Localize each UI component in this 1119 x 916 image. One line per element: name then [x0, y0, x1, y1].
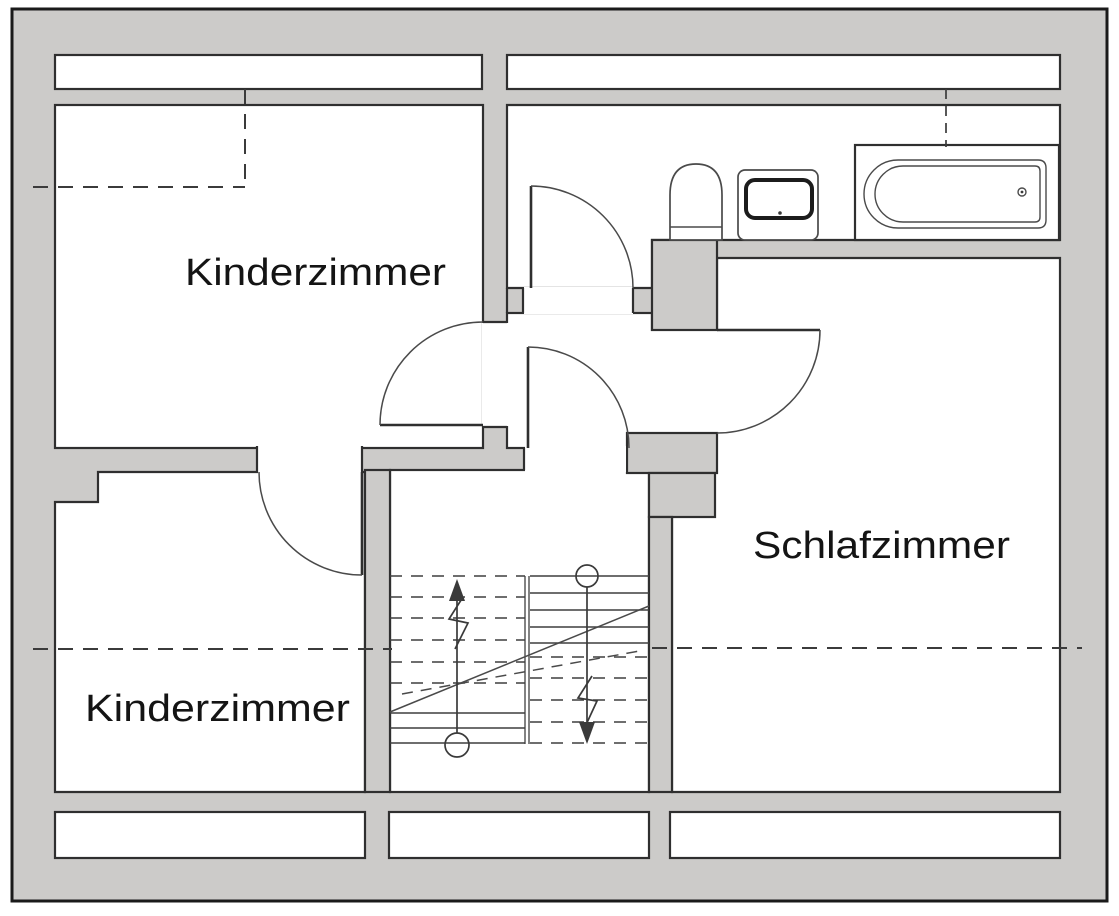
- stair-stringer: [524, 576, 530, 744]
- wall-stair-right: [647, 515, 674, 794]
- interior-walls: [363, 238, 719, 794]
- wall-hall-schlafzimmer-b: [647, 471, 717, 519]
- wall-stair-left: [363, 468, 392, 794]
- bathtub-icon: [853, 143, 1061, 242]
- door-hall: [526, 346, 630, 449]
- door-jambs: [255, 288, 635, 472]
- stair-cut-line-dashed: [401, 649, 646, 695]
- kneewall-line-kinderzimmer-top: [33, 89, 246, 188]
- opening-hall: [525, 446, 626, 472]
- jamb-kinderzimmer-top: [483, 320, 507, 429]
- roof-band-bottom-left: [53, 810, 367, 860]
- roof-band-bottom-right: [668, 810, 1062, 860]
- walking-line-up: [444, 579, 470, 758]
- sink-icon: [737, 169, 819, 241]
- wall-bath-schlafzimmer-corner: [650, 238, 719, 332]
- room-label-kinderzimmer-top: Kinderzimmer: [185, 252, 446, 294]
- door-openings: [258, 287, 633, 474]
- jamb-kinderzimmer-bottom: [255, 446, 364, 472]
- roof-band-bottom-middle: [387, 810, 651, 860]
- wall-hall-schlafzimmer-a: [625, 431, 719, 475]
- walking-line-down: [575, 564, 599, 744]
- room-floor-stair-hall: [388, 468, 651, 794]
- opening-bathroom: [524, 287, 633, 314]
- doorway-floor-schlafzimmer: [650, 331, 719, 432]
- opening-kinderzimmer-top: [482, 323, 509, 426]
- room-label-schlafzimmer: Schlafzimmer: [753, 525, 1010, 567]
- toilet-icon: [669, 163, 723, 241]
- jamb-bathroom: [505, 288, 635, 313]
- room-label-kinderzimmer-bottom: Kinderzimmer: [85, 688, 350, 730]
- kneewall-dashed-lines: [33, 89, 1082, 650]
- room-floor-kinderzimmer-bottom: [53, 470, 367, 794]
- roof-band-top-left: [53, 53, 484, 91]
- opening-kinderzimmer-bottom: [258, 446, 361, 474]
- rooms: [53, 53, 1062, 860]
- roof-band-top-right: [505, 53, 1062, 91]
- room-labels: Kinderzimmer Schlafzimmer Kinderzimmer: [85, 252, 1010, 730]
- bathroom-fixtures: [669, 89, 1061, 242]
- room-floor-hall: [505, 311, 654, 450]
- stair-cut-line: [389, 605, 650, 713]
- doors: [258, 185, 821, 576]
- door-kinderzimmer-bottom: [258, 471, 364, 576]
- staircase-icon: [389, 564, 650, 758]
- room-floor-kinderzimmer-top: [53, 103, 485, 450]
- door-bathroom: [529, 185, 634, 289]
- door-schlafzimmer: [716, 328, 821, 434]
- door-kinderzimmer-top: [379, 321, 484, 427]
